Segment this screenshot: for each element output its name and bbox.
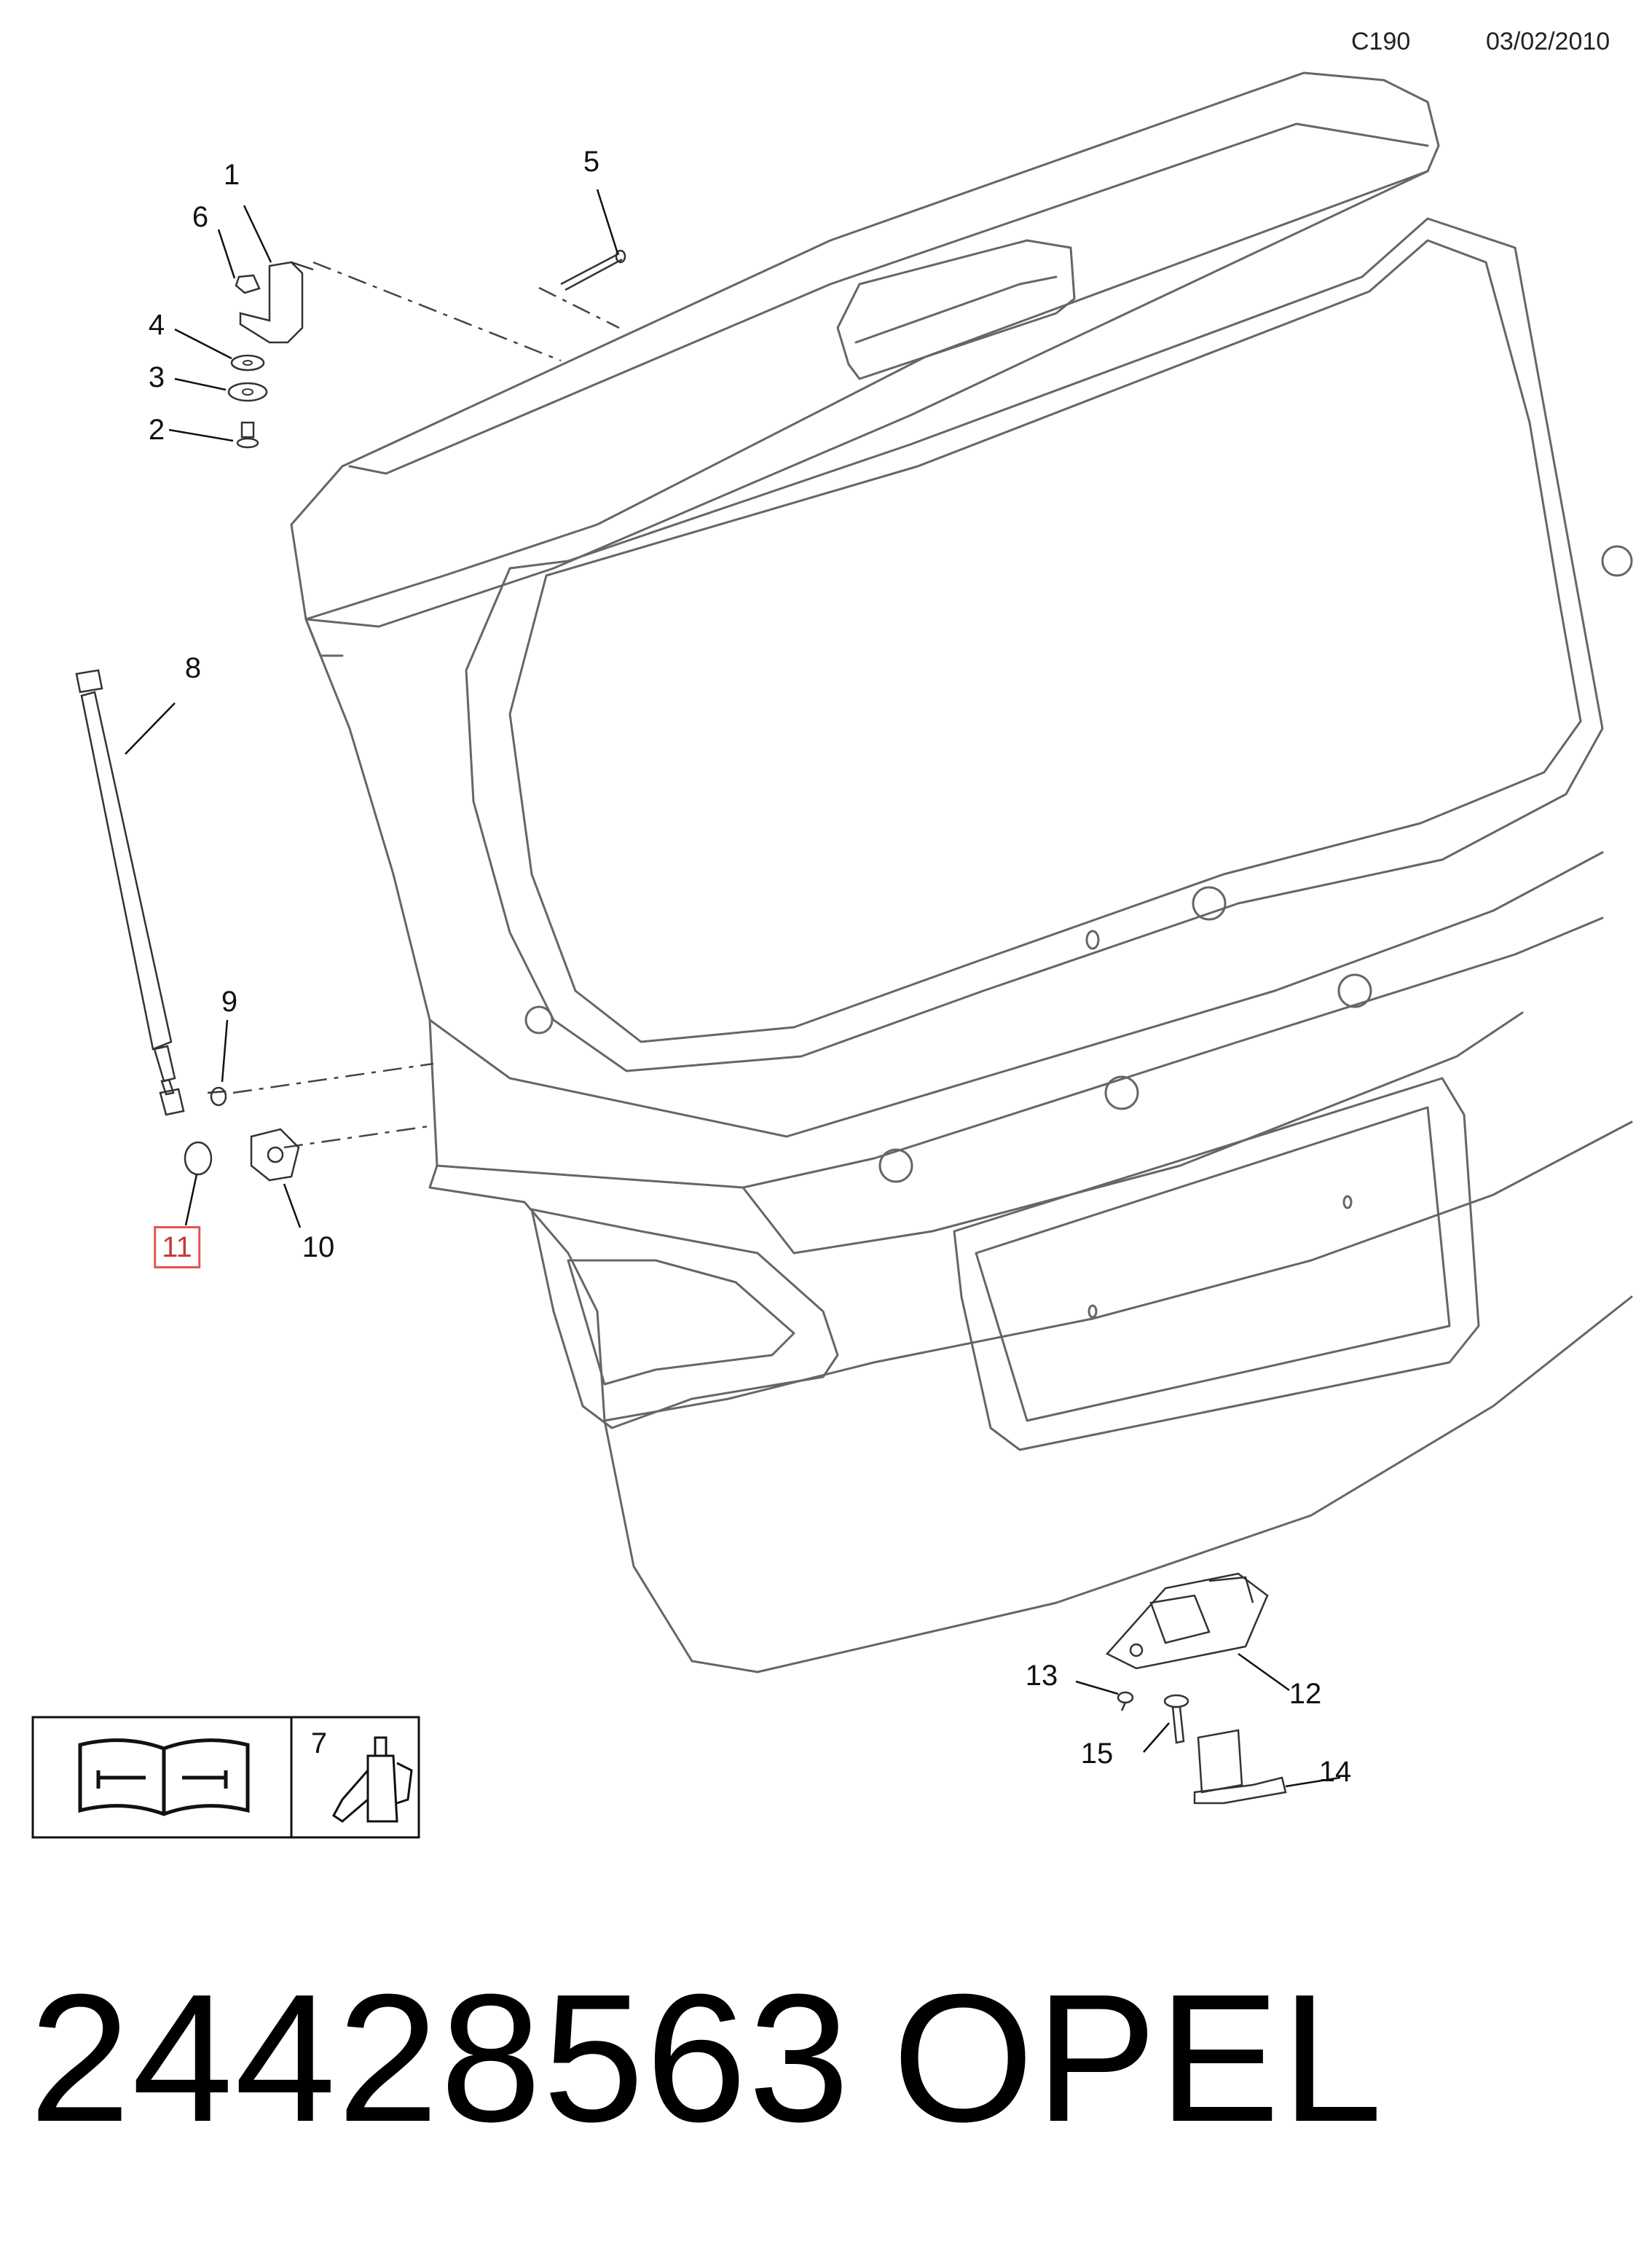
callout-5: 5 [583, 146, 600, 178]
striker-part-14 [1193, 1729, 1287, 1805]
spoiler-lower [304, 170, 1429, 628]
diagram-date: 03/02/2010 [1486, 28, 1610, 55]
callout-6: 6 [192, 201, 209, 233]
rear-window-outer [465, 217, 1604, 1072]
adhesive-bottle-icon [332, 1736, 413, 1823]
part-number: 24428563 [29, 1956, 851, 2159]
spacer-part-3 [227, 382, 268, 402]
hinge-part-1 [239, 261, 314, 344]
callout-2: 2 [148, 414, 165, 446]
bracket-part-10 [250, 1128, 300, 1182]
callout-4: 4 [148, 309, 165, 341]
callout-3: 3 [148, 361, 165, 393]
screw-part-13 [1117, 1691, 1134, 1711]
rear-window-glass [508, 239, 1582, 1043]
callout-14: 14 [1318, 1756, 1352, 1788]
callout-12: 12 [1289, 1678, 1322, 1710]
callout-10: 10 [302, 1231, 335, 1263]
left-cavity [530, 1208, 839, 1429]
callout-13: 13 [1025, 1660, 1058, 1692]
bumper-line [603, 1120, 1633, 1422]
washer-part-4 [230, 354, 265, 372]
callout-9: 9 [221, 986, 238, 1018]
diagram-code: C190 [1351, 28, 1411, 55]
ring-part-11 [184, 1141, 213, 1176]
latch-part-12 [1105, 1572, 1269, 1670]
spoiler-edge [348, 122, 1429, 475]
ball-stud-part-9 [207, 1086, 227, 1107]
callout-1: 1 [223, 159, 240, 191]
manual-wrench-book-icon [78, 1738, 250, 1816]
brake-light-housing [836, 239, 1076, 380]
gas-strut-part-8 [75, 669, 185, 1116]
brand-name: OPEL [892, 1956, 1384, 2159]
spoiler-outline [290, 71, 1440, 621]
tailgate-outline [304, 618, 1633, 1673]
legend-box [31, 1716, 420, 1839]
callout-8: 8 [184, 652, 202, 684]
license-plate-recess [953, 1077, 1480, 1451]
pin-part-5 [560, 249, 626, 291]
lower-panel [428, 851, 1604, 1138]
callout-15: 15 [1080, 1738, 1114, 1770]
callout-11: 11 [154, 1226, 200, 1268]
bolt-part-2 [236, 421, 259, 449]
callout-7: 7 [310, 1727, 328, 1759]
nut-part-6 [235, 274, 261, 294]
bolt-part-15 [1163, 1694, 1189, 1744]
